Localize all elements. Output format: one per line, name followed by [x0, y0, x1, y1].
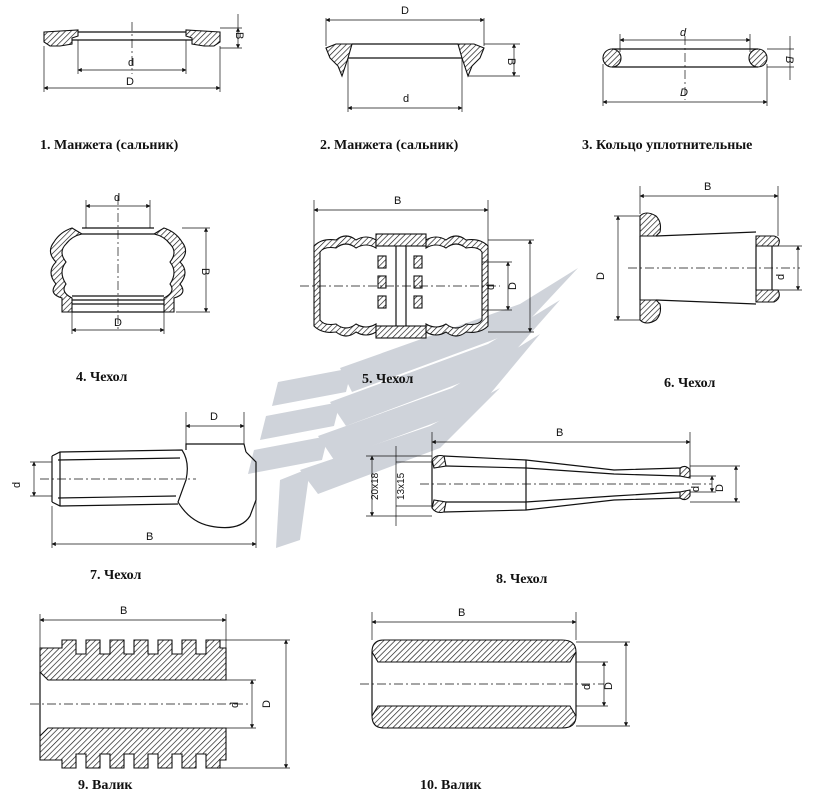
- dim-d: d: [11, 482, 23, 488]
- dim-B: B: [233, 32, 245, 39]
- dim-D: D: [595, 272, 607, 280]
- dim-D: D: [126, 76, 134, 88]
- dim-d: d: [581, 684, 593, 690]
- dim-B: B: [505, 58, 517, 65]
- caption-part-2: 2. Манжета (сальник): [320, 138, 459, 153]
- caption-part-3: 3. Кольцо уплотнительные: [582, 138, 753, 153]
- part-9-roller: B d D: [30, 605, 290, 769]
- dim-D: D: [603, 682, 615, 690]
- part-2-cuff: D d B: [325, 5, 520, 112]
- dim-D: D: [401, 5, 409, 17]
- part-7-boot: D d B: [11, 411, 257, 548]
- dim-d: d: [690, 486, 702, 492]
- part-3-ring: d D B: [602, 27, 795, 106]
- dim-d: d: [403, 93, 409, 105]
- dim-B: B: [120, 605, 127, 617]
- dim-B: B: [556, 427, 563, 439]
- dim-d: d: [128, 57, 134, 69]
- dim-D: D: [114, 317, 122, 329]
- dim-d: d: [485, 284, 497, 290]
- dim-D: D: [507, 282, 519, 290]
- dim-B: B: [199, 268, 211, 275]
- dim-B: B: [458, 607, 465, 619]
- caption-part-1: 1. Манжета (сальник): [40, 138, 179, 153]
- dim-d: d: [229, 702, 241, 708]
- dim-D: D: [210, 411, 218, 423]
- caption-part-8: 8. Чехол: [496, 572, 548, 587]
- dim-20x18: 20x18: [370, 472, 381, 500]
- caption-part-6: 6. Чехол: [664, 376, 716, 391]
- caption-part-7: 7. Чехол: [90, 568, 142, 583]
- dim-B: B: [146, 531, 153, 543]
- dim-D: D: [680, 87, 688, 99]
- caption-part-10: 10. Валик: [420, 778, 482, 793]
- dim-d: d: [114, 192, 120, 204]
- dim-13x15: 13x15: [396, 472, 407, 500]
- dim-d: d: [680, 27, 687, 39]
- part-5-boot: B d D: [300, 195, 534, 339]
- dim-B: B: [704, 181, 711, 193]
- part-4-bellows-boot: d D B: [49, 192, 211, 334]
- caption-part-9: 9. Валик: [78, 778, 133, 793]
- dim-B: B: [394, 195, 401, 207]
- caption-part-4: 4. Чехол: [76, 370, 128, 385]
- dim-B: B: [783, 56, 795, 63]
- caption-part-5: 5. Чехол: [362, 372, 414, 387]
- dim-D: D: [714, 484, 726, 492]
- part-8-boot: B d D 20x18 13x15: [366, 427, 740, 526]
- dim-D: D: [261, 700, 273, 708]
- part-1-cuff: d D B: [43, 14, 245, 92]
- part-10-roller: B d D: [360, 607, 630, 729]
- dim-d: d: [775, 274, 787, 280]
- part-6-boot: B D d: [595, 181, 802, 324]
